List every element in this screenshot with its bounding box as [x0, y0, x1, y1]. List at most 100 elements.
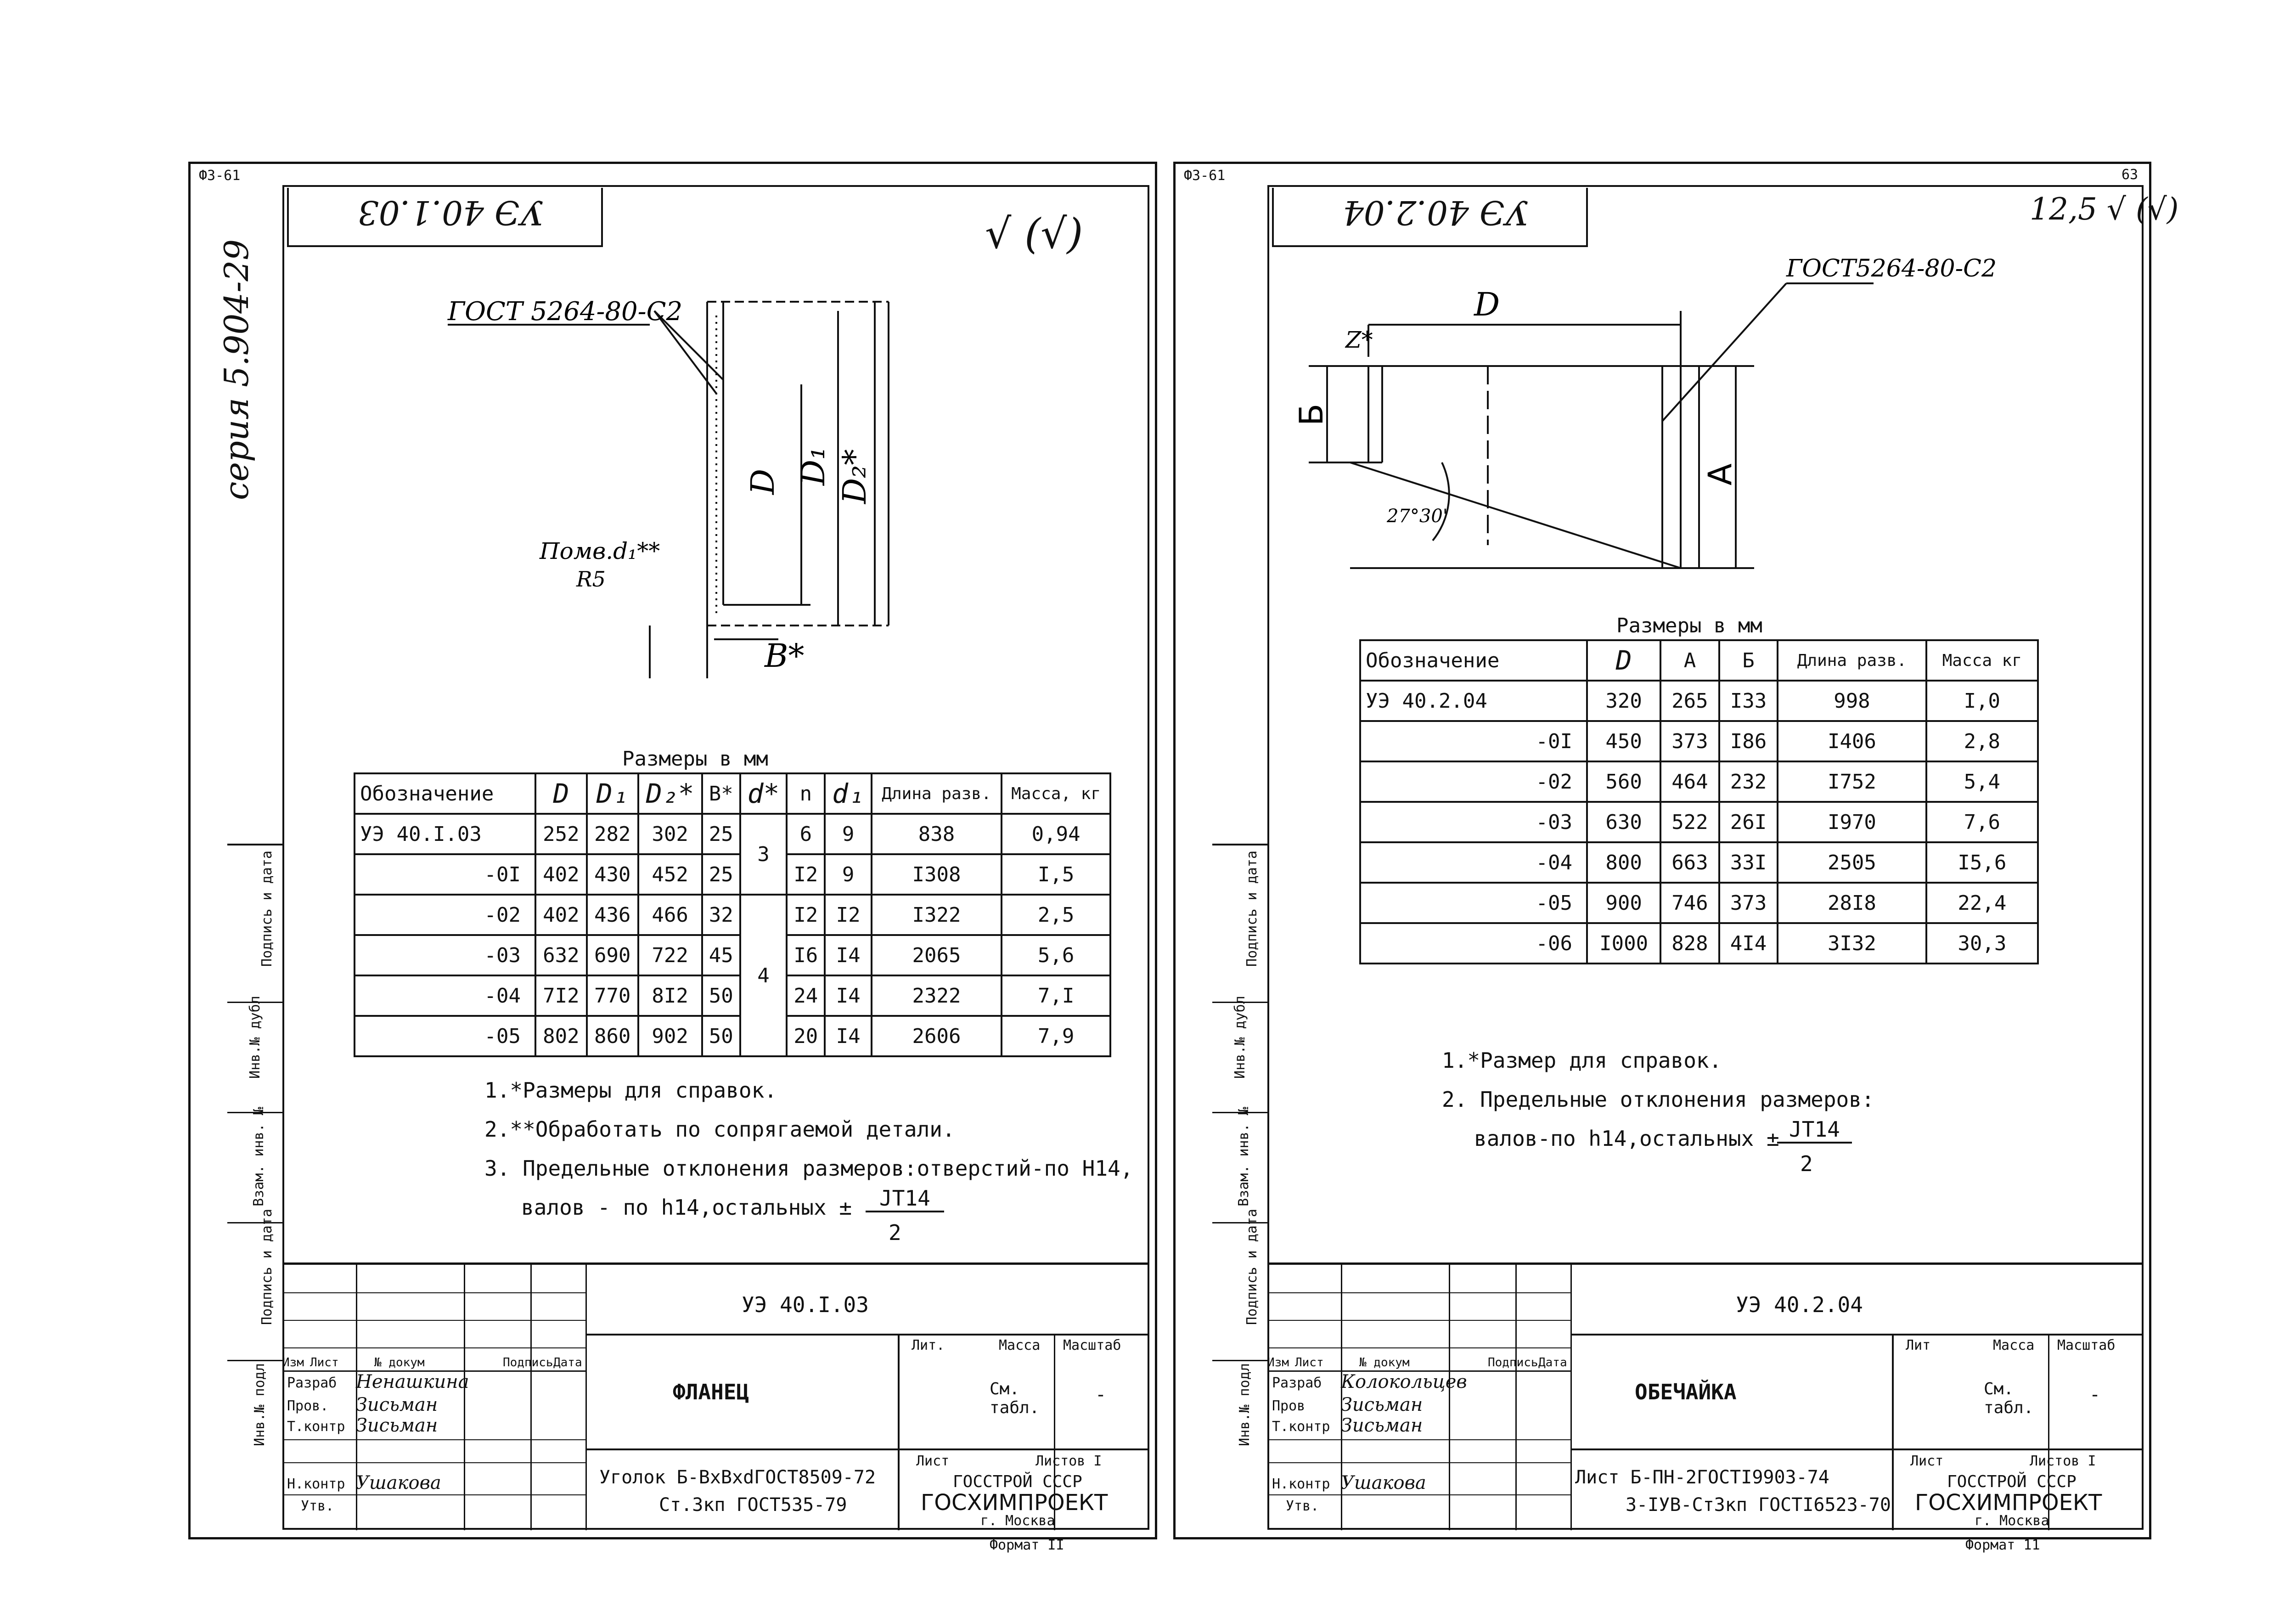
left-roughness-mark: √ (√) — [985, 210, 1083, 258]
right-mass-value: См. табл. — [1984, 1380, 2034, 1417]
cell: I752 — [1777, 761, 1927, 803]
right-role-3: Подпись — [1488, 1356, 1538, 1369]
cell: I4 — [824, 975, 872, 1017]
cell: 770 — [585, 975, 639, 1017]
right-side-label: Подпись и дата — [1244, 851, 1260, 967]
right-org-1: ГОССТРОЙ СССР — [1947, 1472, 2077, 1491]
dim-z: Z* — [1345, 327, 1373, 353]
cell: 663 — [1660, 841, 1720, 884]
dim-d: D — [1473, 286, 1500, 323]
right-stamp-name: ОБЕЧАЙКА — [1635, 1380, 1737, 1404]
cell: I6 — [786, 934, 826, 976]
shell-drawing: D Z* Б А ГОСТ5264-80-С2 27°30' — [1293, 255, 1997, 569]
left-title-block: УЭ 40.I.03 ФЛАНЕЦ Лит. Масса Масштаб См.… — [282, 1262, 1148, 1530]
right-sheets: Листов I — [2030, 1453, 2096, 1469]
header-cell: Длина разв. — [870, 772, 1003, 815]
right-sheet: Ф3-61 63 УЭ 40.2.04 12,5 √ (√) — [1173, 162, 2179, 1553]
right-side-label: Взам. инв. № — [1235, 1107, 1252, 1206]
radius-label: R5 — [576, 567, 606, 592]
header-cell: А — [1660, 639, 1720, 682]
cell: I4 — [824, 934, 872, 976]
table-row: -05 802 860 902 50 20 I4 2606 7,9 — [354, 1015, 1111, 1057]
right-page-number: 63 — [2122, 167, 2138, 183]
cell: 722 — [637, 934, 703, 976]
header-cell: Обозначение — [1359, 639, 1588, 682]
dim-d2: D₂* — [836, 449, 873, 505]
header-cell: Масса кг — [1925, 639, 2039, 682]
right-mass: Масса — [1993, 1337, 2035, 1353]
cell: -04 — [354, 975, 536, 1017]
cell: 3I32 — [1777, 922, 1927, 964]
right-person-name-2: Зисьман — [1341, 1415, 1423, 1436]
right-title-block: УЭ 40.2.04 ОБЕЧАЙКА Лит Масса Масштаб См… — [1267, 1262, 2142, 1530]
left-role-2: № докум — [374, 1356, 425, 1369]
cell: 7,I — [1001, 975, 1111, 1017]
left-person-role-5: Утв. — [301, 1498, 334, 1514]
cell: -03 — [1359, 801, 1588, 843]
right-number-box: УЭ 40.2.04 — [1272, 188, 1588, 247]
cell: 402 — [535, 853, 588, 896]
cell: 522 — [1660, 801, 1720, 843]
left-note-3: 3. Предельные отклонения размеров:отверс… — [484, 1156, 1133, 1181]
cell: 4 — [739, 894, 788, 1057]
right-scale: Масштаб — [2057, 1337, 2116, 1353]
cell: 7,6 — [1925, 801, 2039, 843]
cell: 9 — [824, 853, 872, 896]
right-org-2: ГОСХИМПРОЕКТ — [1915, 1490, 2102, 1516]
right-person-role-0: Разраб — [1272, 1375, 1322, 1391]
left-person-role-1: Пров. — [287, 1398, 329, 1414]
header-cell: Б — [1718, 639, 1779, 682]
right-person-name-1: Зисьман — [1341, 1394, 1423, 1415]
cell: 24 — [786, 975, 826, 1017]
cell: 33I — [1718, 841, 1779, 884]
cell: -0I — [1359, 720, 1588, 762]
left-tolerance-den: 2 — [889, 1220, 901, 1245]
cell: 9 — [824, 813, 872, 855]
cell: 452 — [637, 853, 703, 896]
cell: 630 — [1586, 801, 1662, 843]
dim-d: D — [744, 469, 782, 496]
cell: 302 — [637, 813, 703, 855]
header-cell: d* — [739, 772, 788, 815]
cell: 860 — [585, 1015, 639, 1057]
cell: I2 — [786, 894, 826, 936]
cell: 430 — [585, 853, 639, 896]
header-cell: B* — [701, 772, 741, 815]
left-person-role-4: Н.контр — [287, 1476, 345, 1492]
left-side-label: Инв.№ подл — [251, 1363, 268, 1446]
left-side-labels: Подпись и дата Инв.№ дубл Взам. инв. № П… — [227, 844, 284, 1530]
dim-d1: D₁ — [794, 447, 832, 486]
cell: 25 — [701, 853, 741, 896]
table-row: -03 630 522 26I I970 7,6 — [1359, 801, 2039, 843]
left-spec-table: Обозначение D D₁ D₂* B* d* n d₁ Длина ра… — [354, 772, 1111, 1057]
cell: 466 — [637, 894, 703, 936]
cell: 45 — [701, 934, 741, 976]
cell: 22,4 — [1925, 882, 2039, 924]
cell: 800 — [1586, 841, 1662, 884]
cell: I970 — [1777, 801, 1927, 843]
cell: 252 — [535, 813, 588, 855]
cell: I322 — [870, 894, 1003, 936]
dim-b: B* — [764, 637, 804, 675]
cell: 8I2 — [637, 975, 703, 1017]
cell: 690 — [585, 934, 639, 976]
cell: 450 — [1586, 720, 1662, 762]
right-table-caption: Размеры в мм — [1616, 614, 1762, 637]
table-row: -0I 450 373 I86 I406 2,8 — [1359, 720, 2039, 762]
left-scale-value: - — [1095, 1384, 1107, 1405]
left-scale: Масштаб — [1063, 1337, 1121, 1353]
cell: 900 — [1586, 882, 1662, 924]
dim-b: Б — [1293, 404, 1330, 426]
cell: УЭ 40.I.03 — [354, 813, 536, 855]
left-note-1: 1.*Размеры для справок. — [484, 1078, 777, 1103]
right-person-name-0: Колокольцев — [1341, 1371, 1467, 1392]
cell: -0I — [354, 853, 536, 896]
weld-label: ГОСТ5264-80-С2 — [1786, 255, 1997, 282]
cell: 560 — [1586, 761, 1662, 803]
cell: I5,6 — [1925, 841, 2039, 884]
right-roughness-mark: 12,5 √ (√) — [2030, 192, 2179, 227]
left-format: Формат II — [990, 1537, 1064, 1553]
cell: -05 — [1359, 882, 1588, 924]
left-format-code: Ф3-61 — [199, 168, 241, 184]
cell: -02 — [1359, 761, 1588, 803]
